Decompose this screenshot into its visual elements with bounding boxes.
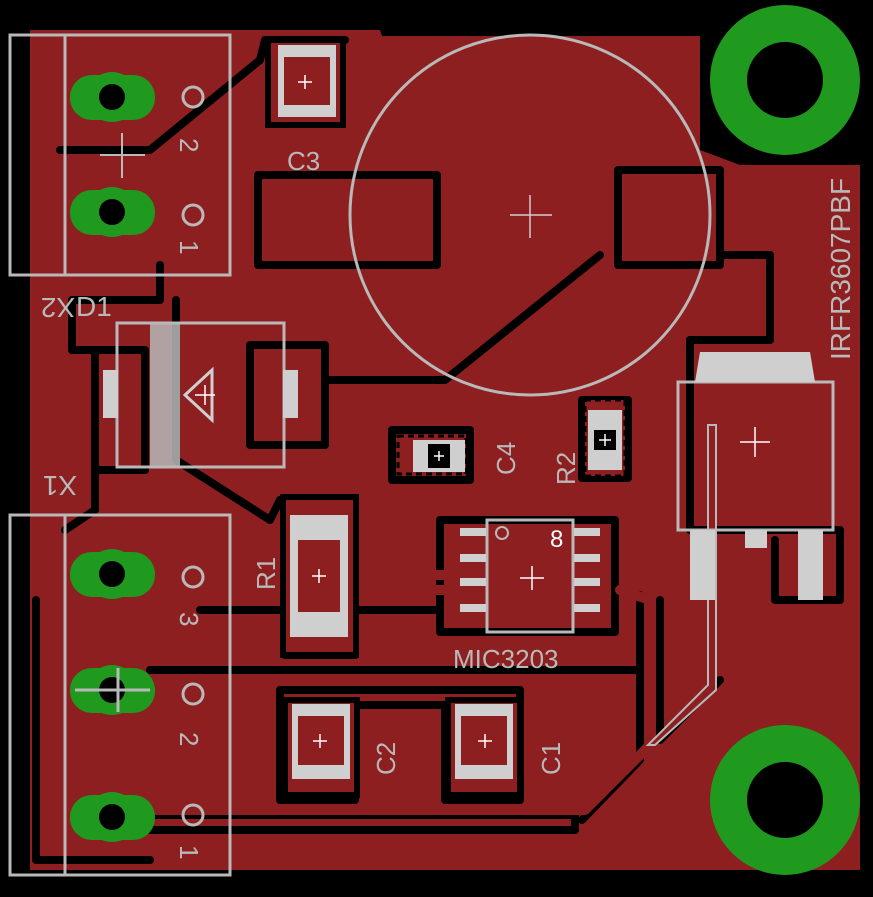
connector-x2 (8, 33, 232, 277)
mosfet-irfr3607 (676, 352, 835, 600)
x1-pin1-label: 1 (174, 845, 204, 859)
thin-trace (645, 424, 717, 746)
c3-label: C3 (287, 146, 320, 176)
mount-hole-top (710, 5, 860, 155)
diode-d1 (103, 321, 298, 469)
capacitor-c3 (265, 37, 346, 128)
ic-mic3203 (460, 518, 600, 634)
x2-label: X2 (41, 292, 75, 323)
x1-pad-1 (70, 792, 155, 842)
ic-pin8-label: 8 (550, 526, 563, 553)
x1-pad-3 (70, 549, 155, 599)
resistor-r1 (280, 494, 359, 658)
x2-pad-1 (70, 187, 155, 237)
capacitor-c2 (282, 697, 360, 798)
capacitor-c4 (396, 434, 468, 476)
d1-label: D1 (76, 291, 112, 322)
r2-label: R2 (551, 452, 581, 485)
x1-pin2-label: 2 (174, 732, 204, 746)
c1-label: C1 (536, 742, 566, 775)
x2-pin2-label: 2 (174, 138, 204, 152)
irfr3607-label: IRFR3607PBF (825, 178, 856, 360)
x1-label: X1 (43, 470, 77, 501)
c2-label: C2 (371, 742, 401, 775)
c4-label: C4 (491, 442, 521, 475)
connector-x1 (8, 513, 232, 877)
x2-pad-2 (70, 72, 155, 122)
mount-hole-bottom (710, 725, 860, 875)
r1-label: R1 (251, 557, 281, 590)
x1-pin3-label: 3 (174, 612, 204, 626)
mic3203-label: MIC3203 (453, 644, 559, 674)
capacitor-c1 (445, 697, 523, 798)
x2-pin1-label: 1 (174, 240, 204, 254)
electrolytic-capacitor (348, 33, 712, 397)
resistor-r2 (583, 398, 627, 478)
